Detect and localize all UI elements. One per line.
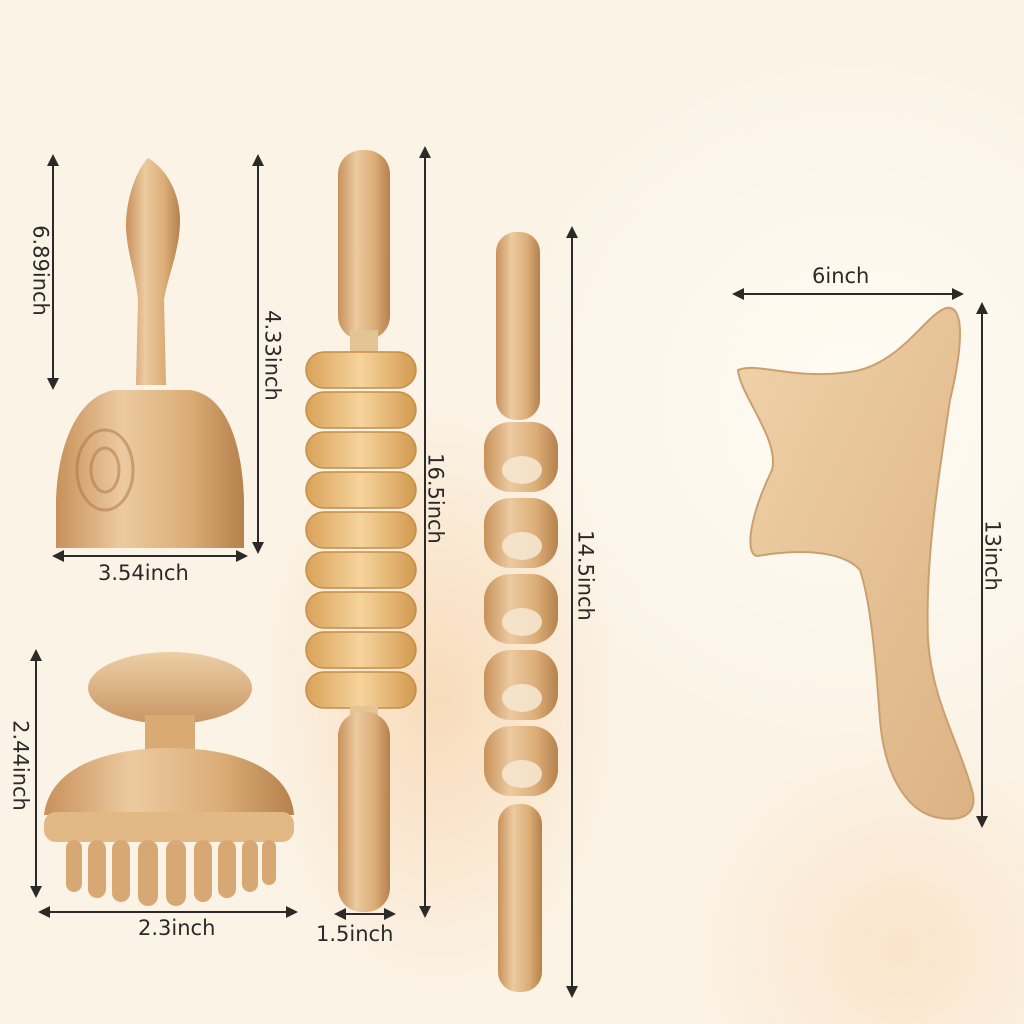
wooden-gear-roller <box>305 150 417 912</box>
mushroom-height-label: 2.44inch <box>8 720 33 811</box>
wooden-gua-sha-board <box>736 306 975 820</box>
ball-roller-length-label: 14.5inch <box>573 530 598 621</box>
roller-length-label: 16.5inch <box>423 453 448 544</box>
cup-body-height-label: 4.33inch <box>260 310 285 401</box>
dimension-lines <box>30 146 988 998</box>
roller-width-label: 1.5inch <box>316 922 394 946</box>
cup-width-label: 3.54inch <box>98 561 189 585</box>
wooden-mushroom-brush <box>44 652 294 906</box>
board-height-label: 13inch <box>980 520 1005 591</box>
cup-height-label: 6.89inch <box>28 225 53 316</box>
wooden-cup-tool <box>56 158 244 548</box>
wooden-ball-roller <box>484 232 558 992</box>
mushroom-width-label: 2.3inch <box>138 916 216 940</box>
board-width-label: 6inch <box>812 264 870 288</box>
